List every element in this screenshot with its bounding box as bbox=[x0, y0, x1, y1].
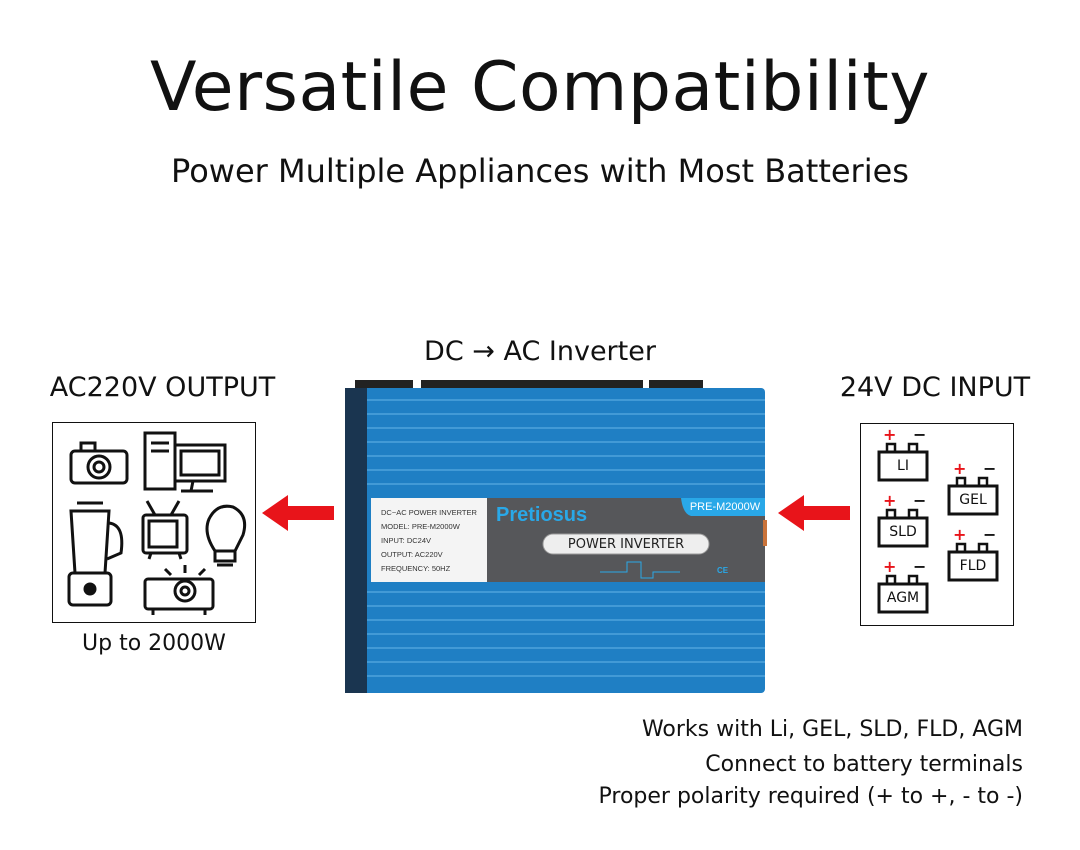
input-label: 24V DC INPUT bbox=[839, 372, 1031, 403]
spec-line: OUTPUT: AC220V bbox=[381, 550, 443, 559]
appliances-panel bbox=[52, 422, 256, 623]
ce-mark: CE bbox=[717, 566, 729, 575]
svg-text:−: − bbox=[983, 528, 996, 544]
battery-icon-fld: + − FLD bbox=[947, 525, 1001, 586]
note-compatibility: Works with Li, GEL, SLD, FLD, AGM bbox=[641, 717, 1023, 742]
page-title: Versatile Compatibility bbox=[150, 48, 930, 127]
output-label: AC220V OUTPUT bbox=[49, 372, 276, 403]
spec-line: MODEL: PRE-M2000W bbox=[381, 522, 460, 531]
svg-text:−: − bbox=[983, 462, 996, 478]
inverter-caption: DC → AC Inverter bbox=[424, 336, 656, 367]
battery-label: AGM bbox=[886, 590, 920, 606]
battery-icon-gel: + − GEL bbox=[947, 459, 1001, 520]
model-tag: PRE-M2000W bbox=[689, 501, 761, 513]
svg-text:+: + bbox=[883, 560, 896, 576]
tv-icon bbox=[141, 500, 189, 560]
battery-label: SLD bbox=[889, 524, 917, 540]
inverter-image: DC~AC POWER INVERTER MODEL: PRE-M2000W I… bbox=[345, 380, 767, 695]
power-caption: Up to 2000W bbox=[82, 631, 226, 656]
note-terminals: Connect to battery terminals bbox=[705, 752, 1023, 777]
projector-icon bbox=[143, 565, 215, 615]
battery-label: FLD bbox=[959, 558, 987, 574]
brand-logo: Pretiosus bbox=[496, 504, 588, 526]
note-polarity: Proper polarity required (+ to +, - to -… bbox=[598, 784, 1023, 809]
battery-label: LI bbox=[897, 458, 909, 474]
batteries-panel: +−LI +−GEL +−SLD +−FLD +−AGM bbox=[860, 423, 1014, 626]
light-bulb-icon bbox=[205, 504, 247, 567]
svg-text:+: + bbox=[883, 494, 896, 510]
blender-icon bbox=[67, 501, 124, 607]
spec-line: INPUT: DC24V bbox=[381, 536, 432, 545]
product-name: POWER INVERTER bbox=[567, 537, 685, 552]
camera-icon bbox=[69, 441, 129, 485]
battery-icon-agm: + − AGM bbox=[877, 557, 931, 618]
svg-text:+: + bbox=[953, 528, 966, 544]
svg-text:−: − bbox=[913, 560, 926, 576]
spec-line: FREQUENCY: 50HZ bbox=[381, 564, 451, 573]
battery-icon-li: + −LI bbox=[877, 425, 931, 486]
spec-line: DC~AC POWER INVERTER bbox=[381, 508, 477, 517]
battery-icon-sld: + − SLD bbox=[877, 491, 931, 552]
battery-label: GEL bbox=[959, 492, 987, 508]
arrow-left-icon bbox=[778, 495, 850, 531]
svg-text:+: + bbox=[953, 462, 966, 478]
svg-text:−: − bbox=[913, 428, 926, 444]
svg-text:−: − bbox=[913, 494, 926, 510]
desktop-computer-icon bbox=[143, 431, 227, 493]
arrow-left-icon bbox=[262, 495, 334, 531]
svg-text:+: + bbox=[883, 428, 896, 444]
page-subtitle: Power Multiple Appliances with Most Batt… bbox=[171, 152, 909, 190]
